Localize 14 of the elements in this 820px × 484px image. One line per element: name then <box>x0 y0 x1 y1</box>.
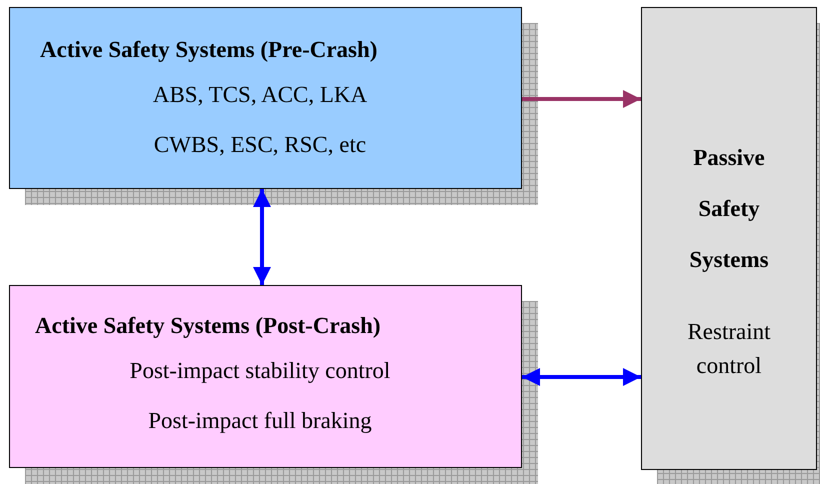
box-text: Post-impact stability control <box>130 357 390 385</box>
box-heading: Passive Safety Systems <box>688 144 770 274</box>
system-box <box>9 285 522 468</box>
box-heading: Active Safety Systems (Pre-Crash) <box>40 36 378 64</box>
box-text: ABS, TCS, ACC, LKA <box>152 81 368 109</box>
box-text: Post-impact full braking <box>148 407 372 435</box>
box-text: CWBS, ESC, RSC, etc <box>154 131 366 159</box>
arrow <box>522 90 641 108</box>
arrow <box>253 189 271 285</box>
box-heading: Active Safety Systems (Post-Crash) <box>35 312 382 340</box>
arrow <box>522 368 641 386</box>
system-box <box>9 7 522 189</box>
box-text: Restraint control <box>686 318 772 380</box>
system-box <box>641 7 817 470</box>
